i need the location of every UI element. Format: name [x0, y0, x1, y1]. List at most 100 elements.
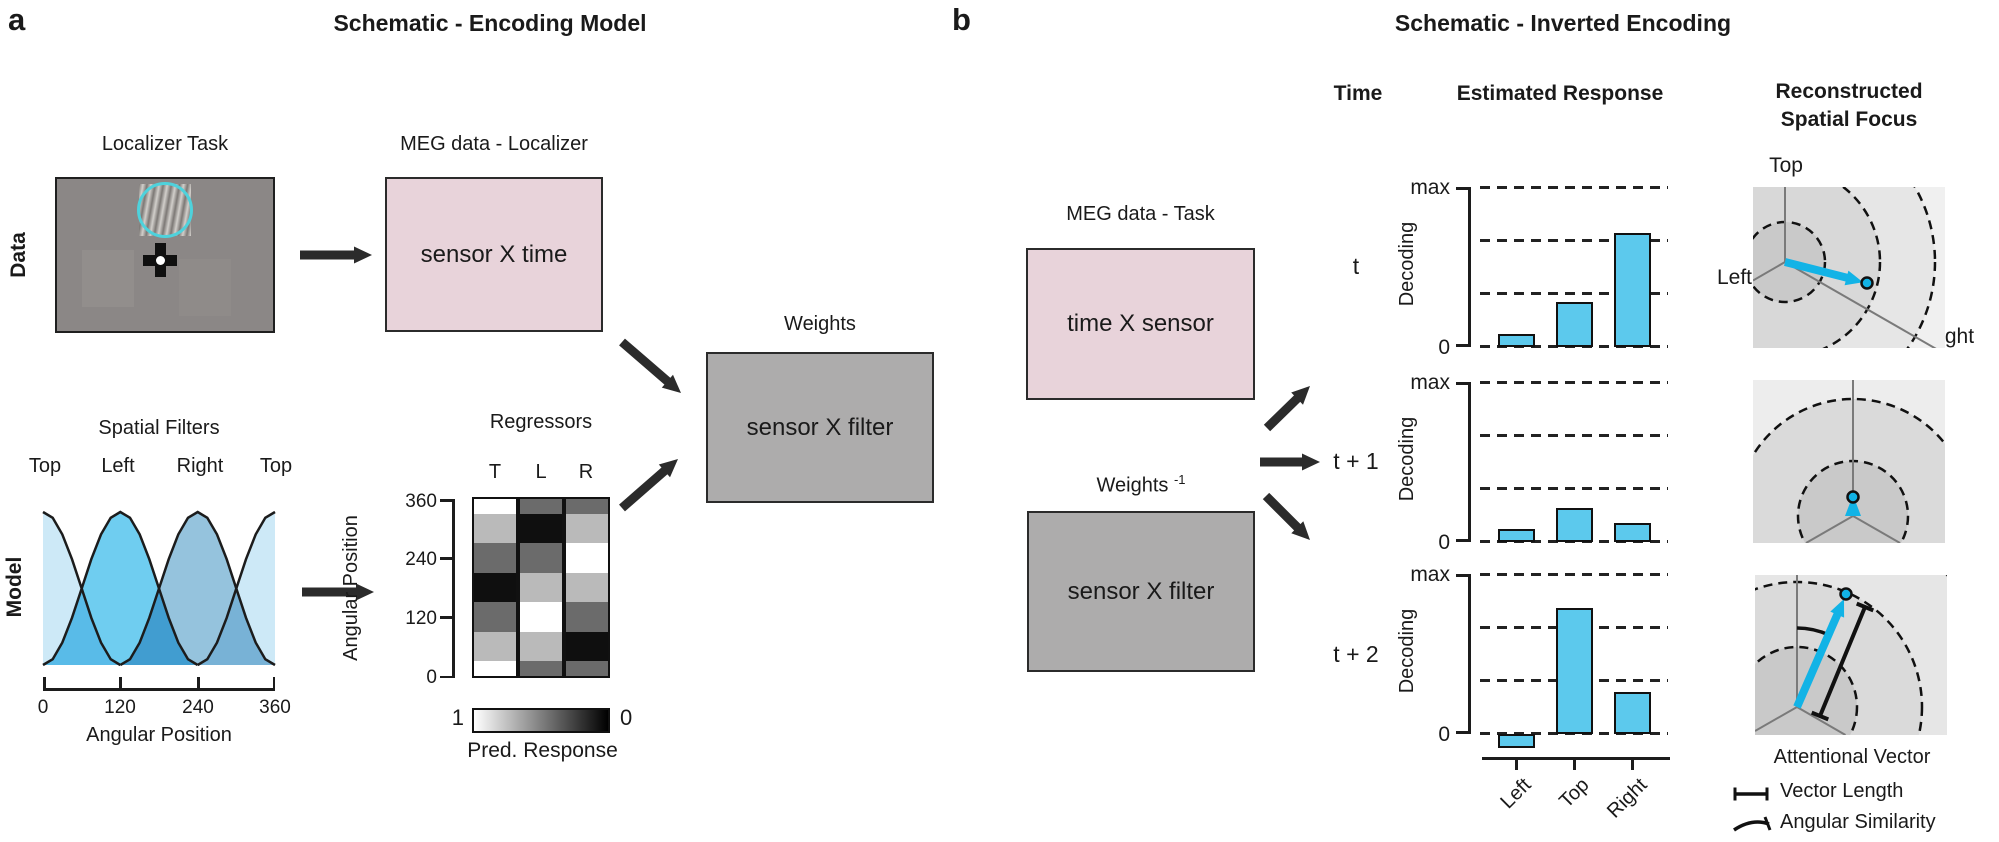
weights-a-title: Weights	[784, 313, 856, 335]
heatmap-cell	[474, 513, 516, 544]
filters-x-tick-label: 0	[37, 697, 49, 718]
filters-x-tick	[272, 677, 275, 688]
filters-x-axis	[43, 688, 275, 691]
polar-top-label: Top	[1769, 154, 1803, 177]
arrow-right-icon	[302, 583, 374, 601]
heatmap-cell	[566, 499, 608, 514]
bar-chart-t2	[1482, 574, 1668, 748]
left-stimulus-placeholder	[82, 250, 134, 307]
heatmap-column-R	[564, 497, 610, 678]
meg-localizer-text: sensor X time	[420, 240, 568, 268]
chart1-y-tick	[1456, 344, 1468, 347]
heatmap-cell	[474, 661, 516, 676]
filter-label-top2: Top	[259, 455, 293, 477]
chart2-max-label: max	[1410, 371, 1450, 394]
meg-localizer-box: sensor X time	[385, 177, 603, 332]
regressor-col-T: T	[488, 461, 502, 483]
polar-plot-t1	[1753, 380, 1945, 543]
bar-top	[1556, 508, 1593, 542]
colorbar	[472, 708, 610, 733]
regressors-y-tick	[440, 499, 452, 502]
weights-b-title: Weights -1	[1027, 472, 1255, 498]
regressors-y-tick	[440, 675, 452, 678]
chart3-y-tick	[1456, 731, 1468, 734]
polar-plot-t2	[1755, 575, 1947, 735]
weights-b-box: sensor X filter	[1027, 511, 1255, 672]
chart3-x-axis	[1482, 757, 1670, 760]
heatmap-cell	[566, 602, 608, 632]
regressors-y-axis-label: Angular Position	[340, 515, 362, 661]
heatmap-cell	[520, 602, 562, 632]
heatmap-cell	[566, 661, 608, 676]
chart3-zero-label: 0	[1438, 723, 1450, 746]
chart2-zero-label: 0	[1438, 531, 1450, 554]
polar-plot-t	[1753, 187, 1945, 348]
heatmap-cell	[566, 572, 608, 603]
heatmap-cell	[520, 572, 562, 603]
regressor-col-L: L	[535, 461, 547, 483]
chart2-y-label: Decoding	[1396, 416, 1418, 502]
spatial-filters-plot	[42, 510, 276, 667]
chart3-x-tick	[1515, 760, 1518, 770]
arrow-down-right-icon	[619, 338, 681, 393]
arrow-up-right-icon	[619, 459, 678, 512]
bar-right	[1614, 523, 1651, 542]
legend-title: Attentional Vector	[1773, 746, 1931, 768]
arrow-right-icon	[300, 246, 372, 264]
meg-task-box: time X sensor	[1026, 248, 1255, 400]
chart3-x-label-right: Right	[1602, 774, 1652, 823]
row-label-model: Model	[3, 556, 26, 618]
gridline	[1480, 239, 1668, 242]
filters-x-tick-label: 240	[182, 697, 214, 718]
filters-x-tick	[197, 677, 200, 688]
legend-angular-similarity: Angular Similarity	[1780, 811, 1936, 833]
right-stimulus-placeholder	[179, 259, 231, 316]
header-reconstructed: Reconstructed	[1775, 80, 1923, 103]
header-time: Time	[1333, 82, 1383, 105]
regressors-y-tick	[440, 616, 452, 619]
panel-b-title: Schematic - Inverted Encoding	[1394, 10, 1732, 36]
heatmap-cell	[474, 602, 516, 632]
panel-a-title: Schematic - Encoding Model	[333, 10, 647, 36]
chart3-x-label-left: Left	[1496, 774, 1536, 814]
regressor-col-R: R	[578, 461, 594, 483]
filters-x-axis-label: Angular Position	[86, 724, 232, 746]
heatmap-cell	[474, 499, 516, 514]
chart3-y-tick	[1456, 574, 1468, 577]
stimulus-ring-icon	[137, 182, 193, 238]
colorbar-left-label: 1	[451, 705, 464, 730]
weights-b-text: sensor X filter	[1067, 577, 1215, 605]
gridline	[1480, 186, 1668, 189]
bar-right	[1614, 692, 1651, 734]
meg-task-text: time X sensor	[1067, 310, 1214, 337]
chart2-y-tick	[1456, 382, 1468, 385]
time-label-t2: t + 2	[1333, 641, 1379, 667]
regressors-y-tick-label: 120	[405, 608, 437, 629]
regressors-title: Regressors	[489, 411, 593, 433]
header-estimated-response: Estimated Response	[1456, 82, 1664, 105]
weights-a-box: sensor X filter	[706, 352, 934, 503]
heatmap-cell	[474, 631, 516, 662]
filter-label-left: Left	[101, 455, 135, 477]
weights-a-text: sensor X filter	[746, 413, 894, 441]
gridline	[1480, 292, 1668, 295]
filters-x-tick	[119, 677, 122, 688]
filter-label-top1: Top	[28, 455, 62, 477]
chart1-y-axis	[1468, 187, 1471, 347]
chart2-y-tick	[1456, 539, 1468, 542]
spatial-filters-title: Spatial Filters	[98, 417, 220, 439]
gridline	[1480, 573, 1668, 576]
heatmap-cell	[474, 543, 516, 573]
heatmap-column-T	[472, 497, 518, 678]
chart1-max-label: max	[1410, 176, 1450, 199]
filters-x-tick-label: 360	[259, 697, 291, 718]
filters-x-tick	[43, 677, 46, 688]
legend-vector-length: Vector Length	[1780, 780, 1904, 802]
meg-localizer-title: MEG data - Localizer	[400, 133, 588, 155]
filter-label-right: Right	[176, 455, 224, 477]
colorbar-right-label: 0	[620, 705, 633, 730]
row-label-data: Data	[7, 232, 30, 278]
bar-chart-t1	[1482, 382, 1668, 542]
heatmap-cell	[520, 631, 562, 662]
chart1-zero-label: 0	[1438, 336, 1450, 359]
